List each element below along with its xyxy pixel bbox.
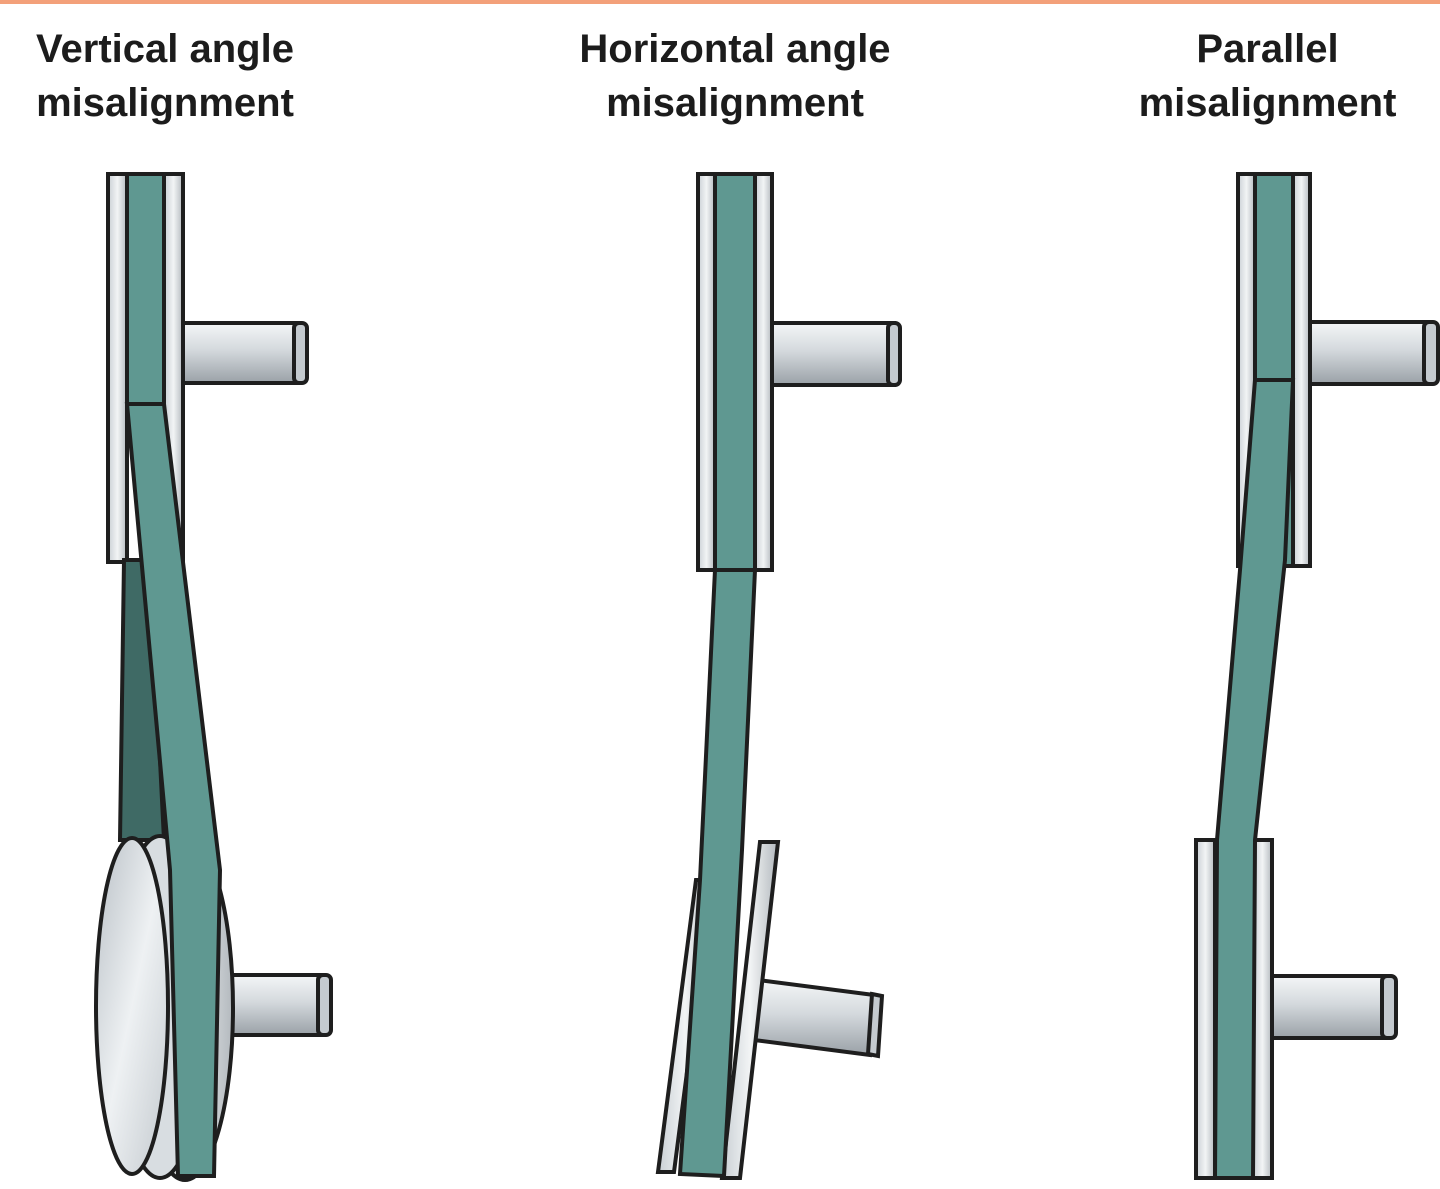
panel-title-line-2: misalignment	[606, 81, 864, 125]
top-accent-rule	[0, 0, 1440, 4]
panel-title-line-2: misalignment	[36, 81, 294, 125]
top-shaft	[770, 321, 902, 387]
panel-title-line-1: Parallel	[1196, 27, 1339, 71]
panel-title-line-1: Horizontal angle	[579, 27, 891, 71]
panel-parallel	[1194, 172, 1440, 1180]
panel-horizontal-angle	[655, 172, 902, 1180]
bottom-shaft	[1268, 974, 1398, 1040]
panel-title-horizontal-angle: Horizontal angle misalignment	[520, 22, 950, 130]
top-shaft	[178, 321, 309, 385]
belt-top	[125, 172, 166, 406]
belt-span	[1212, 378, 1296, 1180]
top-shaft	[1308, 320, 1440, 386]
bottom-shaft	[226, 973, 333, 1037]
top-pulley	[696, 172, 774, 572]
bottom-pulley	[1194, 838, 1274, 1180]
belt-span	[677, 568, 758, 1179]
panel-title-parallel: Parallel misalignment	[1095, 22, 1440, 130]
panel-title-vertical-angle: Vertical angle misalignment	[0, 22, 330, 130]
panel-title-line-1: Vertical angle	[36, 27, 294, 71]
panel-title-line-2: misalignment	[1138, 81, 1397, 125]
belt-twisted-span	[124, 402, 223, 1178]
panel-vertical-angle	[94, 172, 333, 1182]
bottom-shaft	[751, 977, 885, 1059]
